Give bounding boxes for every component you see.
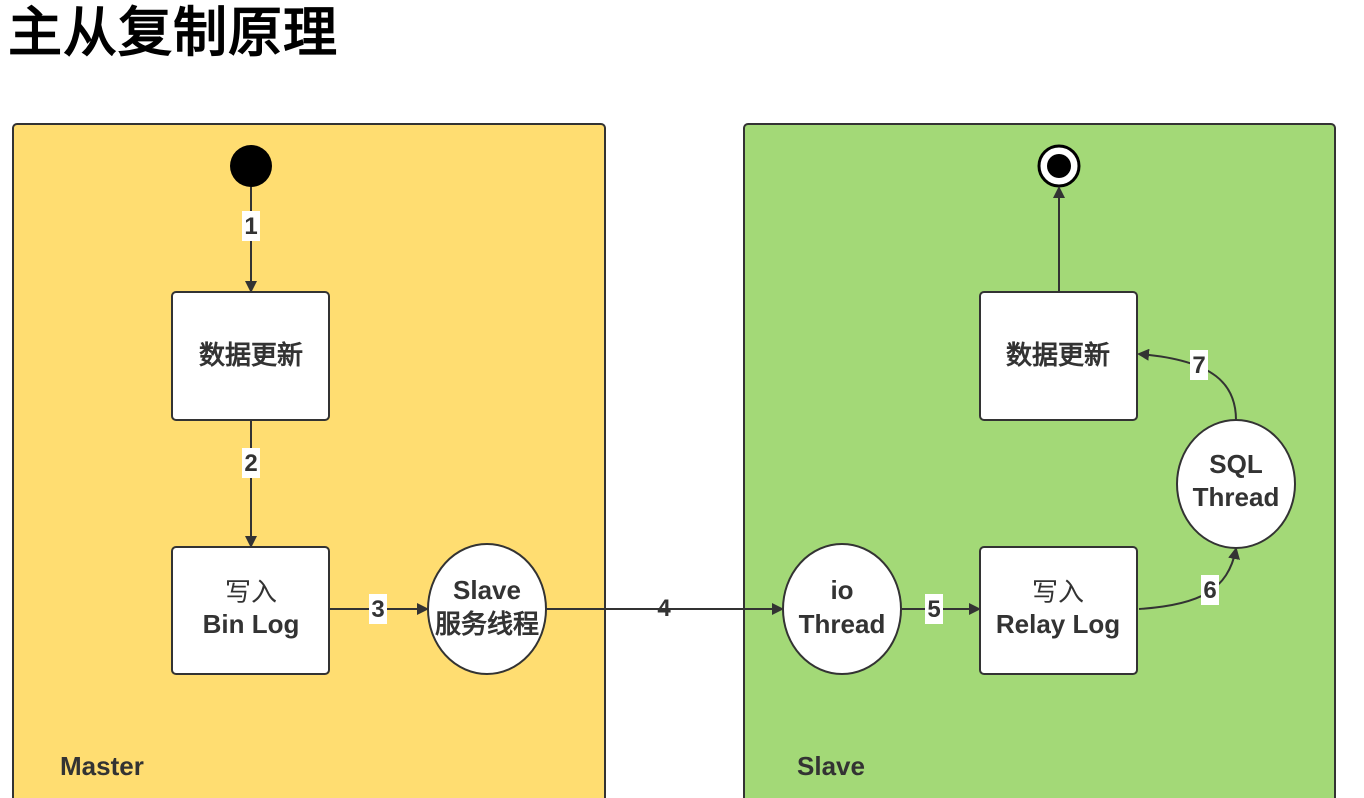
slave-data-update-label: 数据更新 — [1006, 340, 1110, 370]
relay-log-label-line2: Relay Log — [996, 609, 1120, 639]
edge-5: 5 — [902, 594, 981, 624]
edge-7: 7 — [1137, 348, 1237, 421]
slave-service-thread-node: Slave 服务线程 — [427, 543, 547, 675]
slave-data-update-node: 数据更新 — [979, 291, 1138, 421]
edge-label-5: 5 — [927, 596, 940, 623]
edge-label-3: 3 — [371, 596, 384, 623]
master-binlog-label-line2: Bin Log — [203, 609, 300, 639]
slave-service-thread-line2: 服务线程 — [435, 609, 539, 639]
io-thread-line1: io — [830, 575, 853, 605]
sql-thread-line1: SQL — [1209, 449, 1263, 479]
sql-thread-node: SQL Thread — [1176, 419, 1296, 549]
edge-label-1: 1 — [244, 213, 257, 240]
edge-4: 4 — [546, 595, 784, 622]
edge-label-2: 2 — [244, 450, 257, 477]
edge-1: 1 — [242, 187, 260, 293]
master-data-update-node: 数据更新 — [171, 291, 330, 421]
master-lane — [12, 123, 606, 798]
edge-6: 6 — [1138, 547, 1240, 610]
relay-log-label-line1: 写入 — [1032, 577, 1084, 607]
master-data-update-label: 数据更新 — [199, 340, 303, 370]
master-lane-label: Master — [60, 751, 144, 781]
edge-3: 3 — [330, 594, 429, 624]
slave-service-thread-line1: Slave — [453, 575, 521, 605]
edge-2: 2 — [242, 420, 260, 548]
sql-thread-line2: Thread — [1193, 482, 1280, 512]
edge-label-6: 6 — [1203, 577, 1216, 604]
slave-lane-label: Slave — [797, 751, 865, 781]
page-title: 主从复制原理 — [8, 1, 338, 64]
edge-label-7: 7 — [1192, 352, 1205, 379]
end-node-core — [1047, 154, 1071, 178]
start-node — [230, 145, 272, 187]
io-thread-node: io Thread — [782, 543, 902, 675]
edge-label-4: 4 — [657, 595, 671, 622]
master-binlog-label-line1: 写入 — [225, 577, 277, 607]
relay-log-node: 写入 Relay Log — [979, 546, 1138, 675]
master-binlog-node: 写入 Bin Log — [171, 546, 330, 675]
io-thread-line2: Thread — [799, 609, 886, 639]
